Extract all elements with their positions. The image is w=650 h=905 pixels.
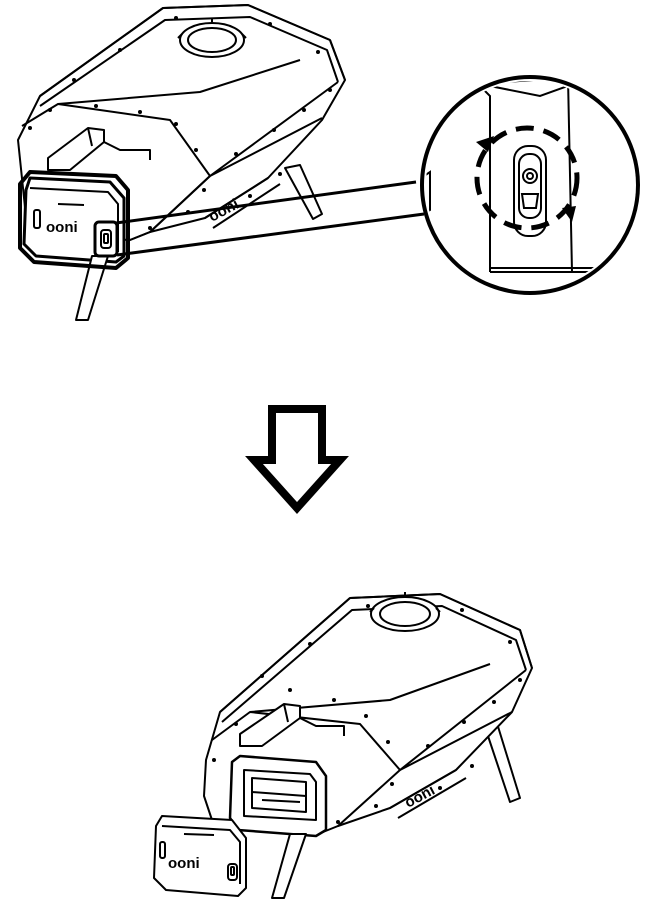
oven-door xyxy=(22,176,126,264)
callout-lines xyxy=(115,180,425,257)
oven-bottom-view: ooni xyxy=(203,592,533,899)
latch-highlight-box xyxy=(93,220,119,258)
rear-leg xyxy=(284,164,323,220)
door-brand-text: ooni xyxy=(46,219,78,236)
rotate-arrow-icon xyxy=(474,125,580,231)
door-brand-text: ooni xyxy=(168,855,200,872)
magnifier-callout xyxy=(420,75,640,295)
front-leg xyxy=(271,833,307,899)
removed-door: ooni xyxy=(153,815,247,897)
down-arrow-icon xyxy=(245,405,349,514)
oven-top-view: ooni ooni xyxy=(17,4,346,321)
door-highlight-box xyxy=(18,170,130,270)
